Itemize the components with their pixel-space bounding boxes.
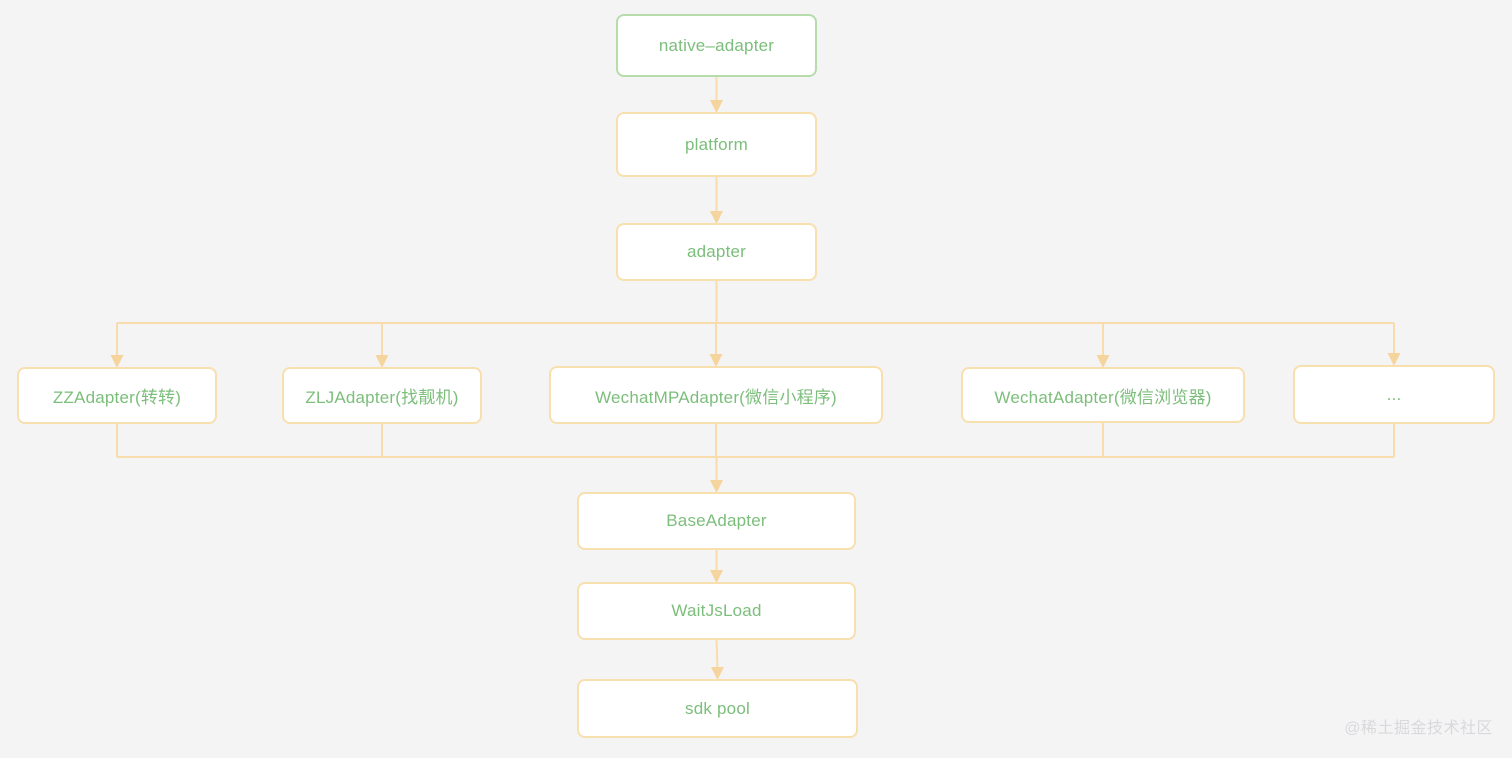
node-platform: platform — [616, 112, 817, 177]
node-wechat-mp-adapter: WechatMPAdapter(微信小程序) — [549, 366, 883, 424]
node-label: ZZAdapter(转转) — [52, 388, 182, 407]
node-label: platform — [684, 134, 748, 154]
node-label: sdk pool — [685, 698, 750, 718]
node-label: WechatAdapter(微信浏览器) — [994, 387, 1212, 407]
node-more-adapters: ... — [1293, 365, 1495, 424]
node-adapter: adapter — [616, 223, 817, 281]
node-label: WaitJsLoad — [671, 601, 762, 620]
node-label: ZLJAdapter(找靓机) — [305, 388, 459, 407]
node-wait-js-load: WaitJsLoad — [577, 582, 856, 640]
node-label: ... — [1386, 384, 1402, 404]
node-sdk-pool: sdk pool — [577, 679, 858, 738]
node-zlj-adapter: ZLJAdapter(找靓机) — [282, 367, 482, 424]
watermark: @稀土掘金技术社区 — [1344, 720, 1493, 737]
node-label: adapter — [686, 242, 747, 261]
node-wechat-adapter: WechatAdapter(微信浏览器) — [961, 367, 1245, 423]
node-label: WechatMPAdapter(微信小程序) — [595, 387, 837, 407]
node-label: BaseAdapter — [666, 511, 767, 530]
node-label: native–adapter — [658, 35, 775, 55]
node-zz-adapter: ZZAdapter(转转) — [17, 367, 217, 424]
node-base-adapter: BaseAdapter — [577, 492, 856, 550]
node-native-adapter: native–adapter — [616, 14, 817, 77]
